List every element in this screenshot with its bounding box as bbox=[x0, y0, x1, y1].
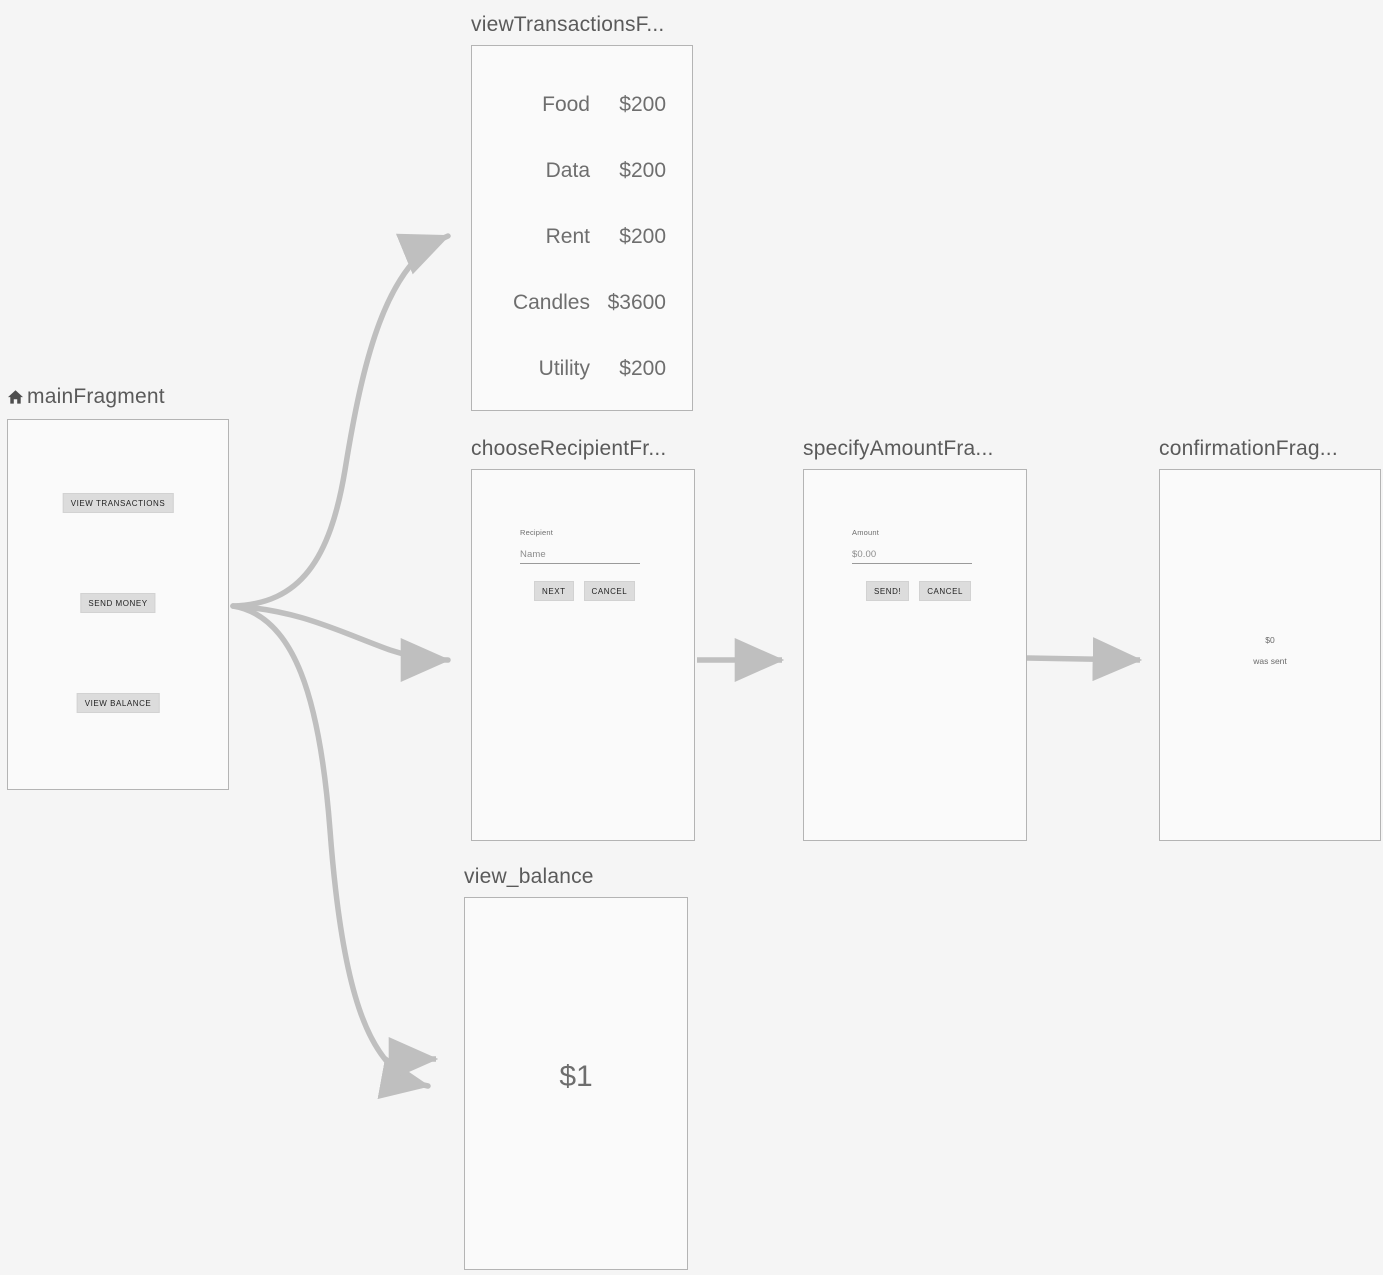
transaction-name: Candles bbox=[512, 291, 590, 314]
view-transactions-preview[interactable]: Food $200 Data $200 Rent $200 Candles $3… bbox=[471, 45, 693, 411]
node-main-fragment-label: mainFragment bbox=[7, 384, 229, 412]
node-view-transactions-fragment[interactable]: viewTransactionsF... Food $200 Data $200… bbox=[471, 12, 693, 411]
node-choose-recipient-label: chooseRecipientFr... bbox=[471, 437, 667, 460]
main-fragment-preview[interactable]: VIEW TRANSACTIONS SEND MONEY VIEW BALANC… bbox=[7, 419, 229, 790]
cancel-button[interactable]: CANCEL bbox=[919, 581, 971, 601]
cancel-button[interactable]: CANCEL bbox=[583, 581, 636, 601]
home-icon bbox=[7, 386, 24, 412]
specify-amount-preview[interactable]: Amount $0.00 SEND! CANCEL bbox=[803, 469, 1027, 841]
node-specify-amount-fragment[interactable]: specifyAmountFra... Amount $0.00 SEND! C… bbox=[803, 436, 1027, 841]
transaction-name: Rent bbox=[545, 225, 590, 248]
edge-main-to-transactions bbox=[230, 233, 451, 609]
transaction-amount: $200 bbox=[619, 93, 666, 116]
amount-field-label: Amount bbox=[852, 528, 880, 537]
confirmation-message: was sent bbox=[1253, 656, 1287, 666]
recipient-field-label: Recipient bbox=[520, 528, 554, 537]
recipient-name-input[interactable]: Name bbox=[520, 549, 640, 564]
transaction-name: Food bbox=[542, 93, 590, 116]
node-view-balance-fragment[interactable]: view_balance $1 bbox=[464, 864, 688, 1270]
confirmation-amount: $0 bbox=[1265, 635, 1275, 645]
preview-button-send-money[interactable]: SEND MONEY bbox=[80, 593, 156, 613]
edge-main-to-balance bbox=[230, 603, 431, 1100]
transaction-amount: $200 bbox=[619, 225, 666, 248]
view-balance-preview[interactable]: $1 bbox=[464, 897, 688, 1270]
confirmation-preview[interactable]: $0 was sent bbox=[1159, 469, 1381, 841]
node-main-fragment[interactable]: mainFragment VIEW TRANSACTIONS SEND MONE… bbox=[7, 384, 229, 790]
table-row: Rent $200 bbox=[472, 204, 692, 270]
preview-button-view-transactions[interactable]: VIEW TRANSACTIONS bbox=[62, 493, 174, 513]
choose-recipient-preview[interactable]: Recipient Name NEXT CANCEL bbox=[471, 469, 695, 841]
edge-specify-amount-to-confirmation bbox=[1026, 637, 1143, 682]
transaction-amount: $200 bbox=[619, 159, 666, 182]
transaction-amount: $200 bbox=[619, 357, 666, 380]
node-view-balance-label: view_balance bbox=[464, 865, 594, 888]
edge-main-to-choose-recipient bbox=[230, 603, 451, 682]
table-row: Data $200 bbox=[472, 138, 692, 204]
table-row: Candles $3600 bbox=[472, 270, 692, 336]
balance-amount: $1 bbox=[559, 1060, 593, 1093]
node-main-fragment-title: mainFragment bbox=[27, 385, 165, 408]
next-button[interactable]: NEXT bbox=[534, 581, 574, 601]
node-view-transactions-label: viewTransactionsF... bbox=[471, 13, 665, 36]
node-choose-recipient-fragment[interactable]: chooseRecipientFr... Recipient Name NEXT… bbox=[471, 436, 695, 841]
transaction-name: Utility bbox=[538, 357, 590, 380]
transactions-list: Food $200 Data $200 Rent $200 Candles $3… bbox=[472, 72, 692, 402]
node-confirmation-fragment[interactable]: confirmationFrag... $0 was sent bbox=[1159, 436, 1381, 841]
transaction-name: Data bbox=[545, 159, 590, 182]
amount-input[interactable]: $0.00 bbox=[852, 549, 972, 564]
send-button[interactable]: SEND! bbox=[866, 581, 910, 601]
node-specify-amount-label: specifyAmountFra... bbox=[803, 437, 994, 460]
table-row: Food $200 bbox=[472, 72, 692, 138]
transaction-amount: $3600 bbox=[607, 291, 666, 314]
preview-button-view-balance[interactable]: VIEW BALANCE bbox=[76, 693, 160, 713]
table-row: Utility $200 bbox=[472, 336, 692, 402]
node-confirmation-label: confirmationFrag... bbox=[1159, 437, 1338, 460]
